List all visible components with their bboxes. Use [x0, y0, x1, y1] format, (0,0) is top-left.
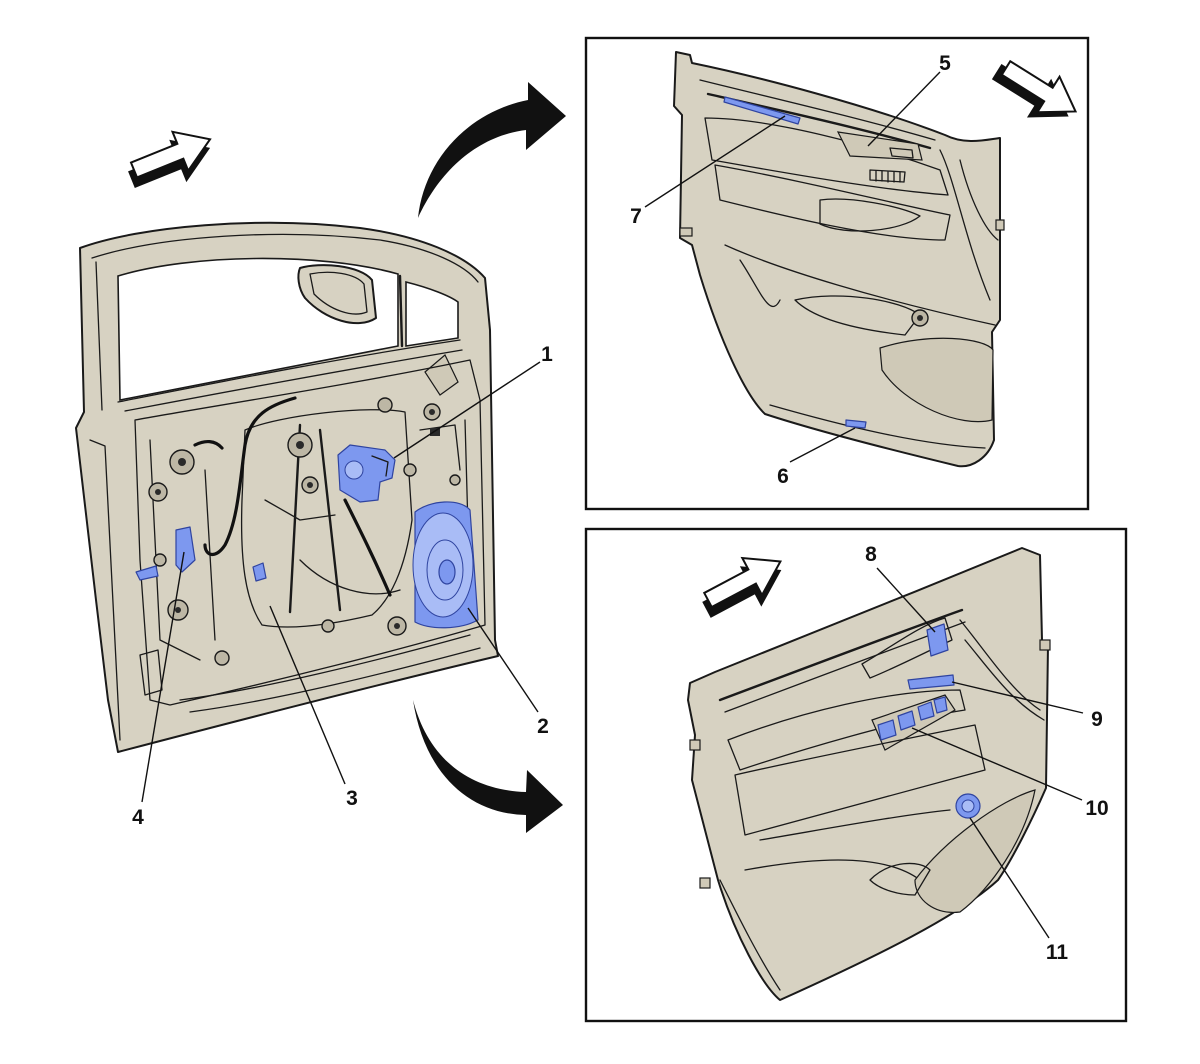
trim-panel-lower-clip: [845, 419, 867, 429]
door-lock-component: [135, 526, 196, 581]
door-fastener-holes: [148, 397, 461, 666]
callout-label-2: 2: [537, 715, 549, 738]
trim-panel-fastener: [955, 793, 981, 819]
view-direction-arrow-icon-upper: [985, 46, 1088, 138]
lower-detail-frame: [584, 527, 1128, 1023]
leader-line-7: [644, 115, 786, 208]
door-speaker: [412, 501, 479, 629]
leader-line-2: [467, 607, 539, 713]
leader-line-6: [789, 427, 856, 463]
view-direction-arrow-icon-lower: [692, 541, 796, 629]
callout-label-9: 9: [1091, 708, 1103, 731]
window-regulator-component: [252, 562, 267, 582]
view-direction-arrow-icon-left: [120, 118, 222, 200]
callout-label-10: 10: [1085, 797, 1108, 820]
callout-label-3: 3: [346, 787, 358, 810]
callout-label-11: 11: [1046, 941, 1069, 964]
window-switch-trim-strip: [723, 96, 801, 125]
leader-line-11: [969, 817, 1050, 939]
callout-label-8: 8: [865, 543, 877, 566]
door-lock-switch: [907, 674, 955, 690]
curved-arrow-icon-to-upper-detail: [418, 82, 566, 218]
door-trim-panel-upper-view: [673, 51, 1005, 468]
leader-line-9: [951, 681, 1084, 714]
window-regulator-motor: [337, 444, 396, 503]
leader-line-5: [867, 71, 941, 147]
quarter-window-opening: [405, 280, 459, 347]
callout-label-4: 4: [132, 806, 144, 829]
leader-line-1: [393, 361, 541, 459]
door-trim-panel-lower-view: [687, 547, 1051, 1001]
callout-label-5: 5: [939, 52, 951, 75]
callout-label-6: 6: [777, 465, 789, 488]
callout-label-7: 7: [630, 205, 642, 228]
leader-line-10: [911, 727, 1083, 801]
upper-detail-frame: [584, 36, 1090, 511]
curved-arrow-icon-to-lower-detail: [413, 700, 563, 833]
leader-line-3: [269, 605, 346, 785]
callout-label-1: 1: [541, 343, 553, 366]
leader-line-4: [141, 551, 185, 803]
door-inner-assembly: [75, 221, 499, 753]
door-structure-lines: [89, 233, 486, 741]
door-handle-bezel: [926, 623, 949, 657]
window-switch-buttons: [877, 696, 948, 741]
mirror-sail: [297, 264, 377, 325]
leader-line-8: [876, 567, 936, 633]
